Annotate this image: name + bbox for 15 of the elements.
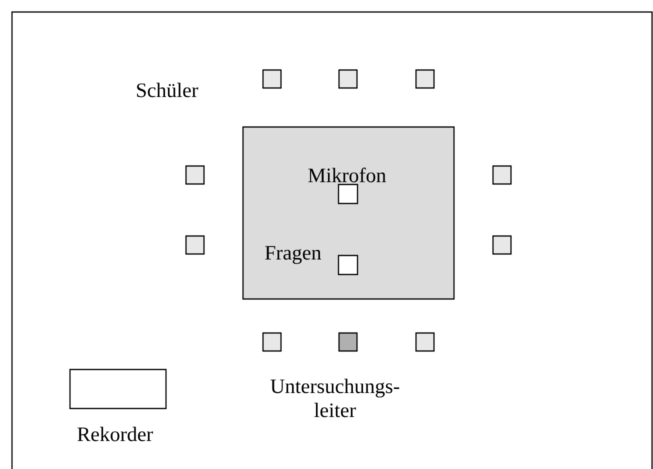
chair-square: [492, 235, 512, 255]
chair-square: [338, 69, 358, 89]
node-caption: Untersuchungs- leiter: [270, 378, 400, 418]
chair-square: [185, 235, 205, 255]
node-caption: Rekorder: [77, 426, 153, 442]
chair-square: [415, 69, 435, 89]
chair-square: [415, 332, 435, 352]
chair-square: [262, 332, 282, 352]
table-box: [242, 126, 455, 300]
chair-square: [185, 165, 205, 185]
node-caption: Fragen: [265, 246, 322, 264]
group-label: Schüler: [137, 82, 198, 98]
node-caption: Mikrofon: [308, 168, 386, 182]
chair-square: [262, 69, 282, 89]
chair-square: [492, 165, 512, 185]
